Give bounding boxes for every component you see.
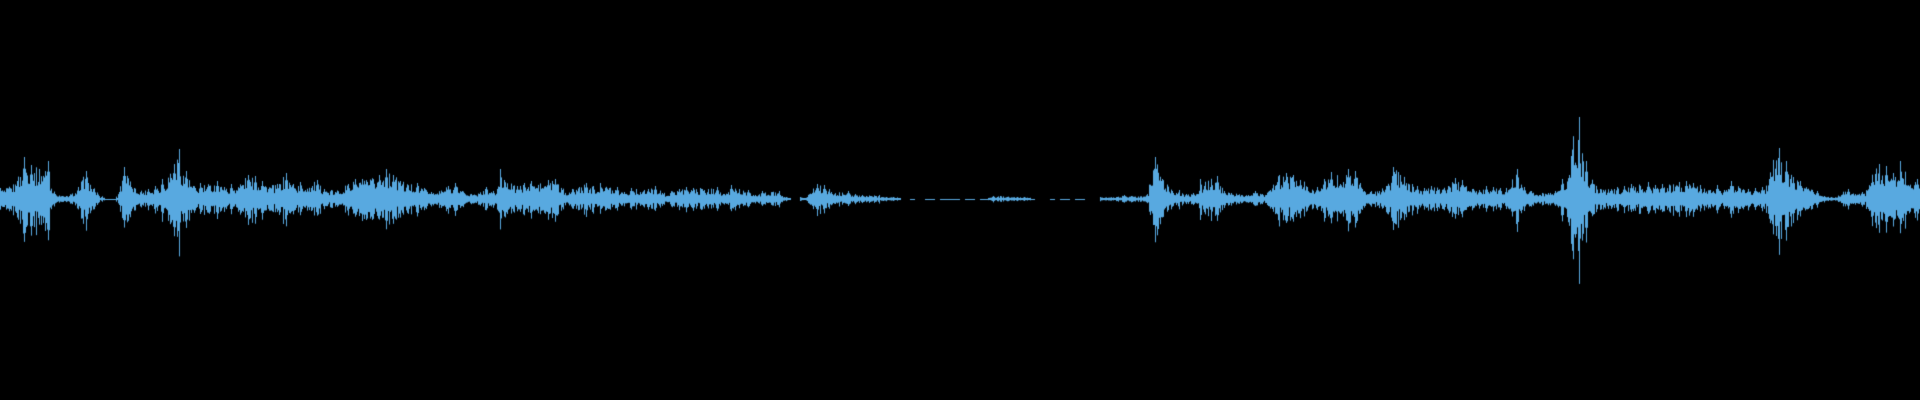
audio-waveform-chart: [0, 0, 1920, 400]
waveform-canvas: [0, 0, 1920, 400]
